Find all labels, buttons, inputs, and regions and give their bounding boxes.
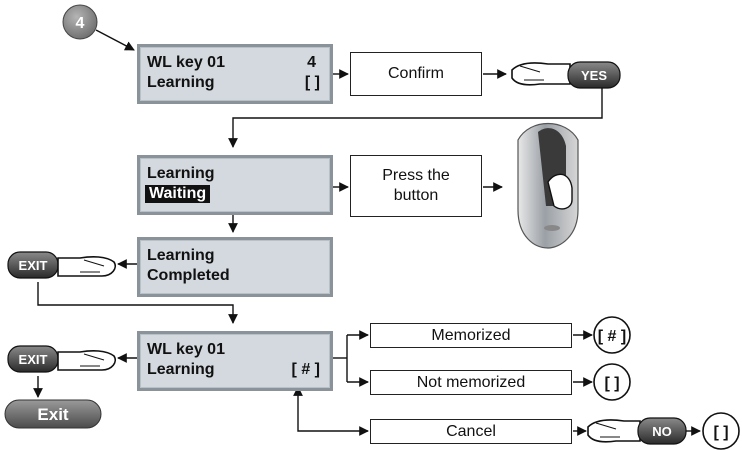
not-memorized-label: Not memorized [416,373,526,391]
svg-text:Exit: Exit [37,405,69,424]
svg-text:EXIT: EXIT [19,352,48,367]
exit-button[interactable]: Exit [4,399,102,429]
screen3-line2: Completed [147,267,230,284]
yes-key[interactable]: YES [567,61,621,89]
exit-key-bottom[interactable]: EXIT [7,345,59,373]
press-line1: Press the [382,167,450,184]
lcd-screen-waiting: Learning Waiting [137,155,333,215]
press-button-box: Press the button [350,155,482,217]
confirm-label: Confirm [387,65,444,82]
hand-no-icon [587,419,641,443]
no-key[interactable]: NO [637,417,687,445]
confirm-box: Confirm [350,52,482,96]
svg-text:YES: YES [581,68,607,83]
screen4-line2-right: [ # ] [291,361,320,378]
hand-yes-icon [511,62,571,86]
cancel-label: Cancel [446,422,496,440]
screen4-line1: WL key 01 [147,341,225,358]
not-memorized-result: [ ] [593,363,631,401]
press-line2: button [393,187,439,204]
step-number-badge: 4 [62,4,98,40]
lcd-screen-result: WL key 01 Learning [ # ] [137,331,333,391]
lcd-screen-key-number: WL key 01 4 Learning [ ] [137,44,333,104]
hand-exit-top-icon [57,256,117,277]
exit-key-top[interactable]: EXIT [7,251,59,279]
screen2-line1: Learning [147,165,215,182]
screen3-line1: Learning [147,247,215,264]
svg-text:[ # ]: [ # ] [598,328,626,345]
lcd-screen-completed: Learning Completed [137,237,333,297]
screen2-line2: Waiting [145,185,211,203]
screen1-line2: Learning [147,74,215,91]
cancel-result: [ ] [702,412,740,450]
memorized-box: Memorized [370,323,572,348]
svg-text:NO: NO [652,424,672,439]
hand-exit-bottom-icon [57,350,117,371]
svg-text:EXIT: EXIT [19,258,48,273]
connectors [33,29,701,436]
memorized-label: Memorized [431,326,511,344]
not-memorized-box: Not memorized [370,370,572,395]
step-number: 4 [76,15,85,32]
screen1-line2-right: [ ] [304,74,320,91]
svg-text:[ ]: [ ] [604,375,619,392]
screen4-line2: Learning [147,361,215,378]
cancel-box: Cancel [370,419,572,444]
memorized-result: [ # ] [593,316,631,354]
screen1-line1-right: 4 [307,54,316,71]
svg-text:[ ]: [ ] [713,424,728,441]
screen1-line1: WL key 01 [147,54,225,71]
remote-fob-icon [517,122,579,249]
